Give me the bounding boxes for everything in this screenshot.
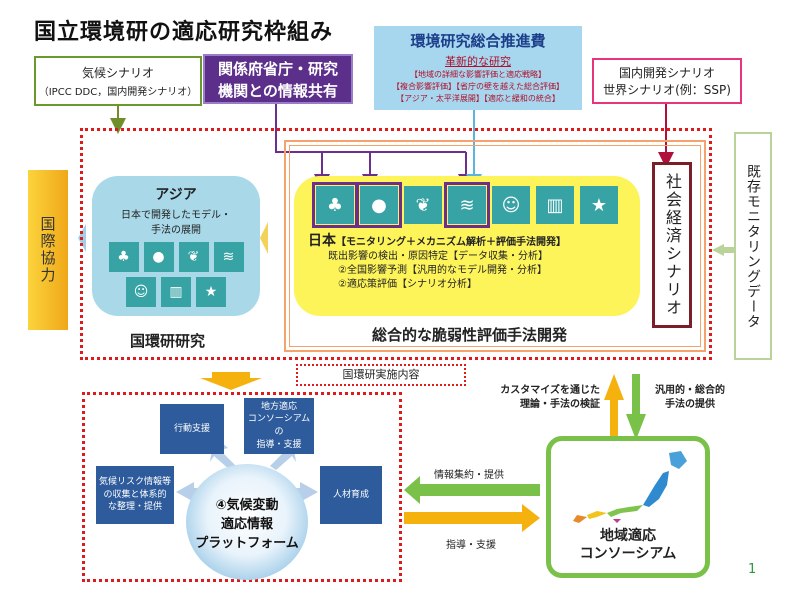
water-drop-icon: ● (356, 182, 402, 228)
industry-icon: ▥ (161, 277, 191, 307)
provision-line2: 手法の提供 (665, 399, 715, 410)
nies-contents-label: 国環研実施内容 (296, 364, 466, 386)
page-title: 国立環境研の適応研究枠組み (34, 20, 334, 45)
env-fund-subtitle: 革新的な研究 (445, 55, 511, 68)
env-fund-item-3: 【アジア・太平洋展開】【適応と緩和の統合】 (396, 94, 560, 103)
regional-consortium-line2: コンソーシアム (579, 546, 677, 562)
platform-center-line2: 適応情報 (220, 516, 273, 532)
wave-icon: ≋ (213, 242, 244, 272)
forest-icon: ♣ (312, 182, 358, 228)
regional-consortium-label: 地域適応 コンソーシアム (551, 527, 705, 563)
info-collect-label: 情報集約・提供 (434, 470, 504, 481)
forest-icon: ♣ (108, 242, 139, 272)
japan-line2: ②全国影響予測【汎用的なモデル開発・分析】 (338, 265, 547, 276)
people-icon: ☺ (126, 277, 156, 307)
regional-line3: 指導・支援 (256, 439, 302, 450)
page-number: 1 (748, 562, 757, 577)
climate-scenario-sub: （IPCC DDC，国内開発シナリオ） (38, 87, 198, 98)
nies-research-label: 国環研研究 (130, 332, 206, 350)
city-icon: ★ (580, 186, 618, 224)
japan-head-detail: 【モニタリング＋メカニズム解析＋評価手法開発】 (336, 237, 566, 248)
vulnerability-label: 総合的な脆弱性評価手法開発 (372, 326, 568, 344)
japan-panel: ♣ ● ❦ ≋ ☺ ▥ ★ 日本【モニタリング＋メカニズム解析＋評価手法開発】 … (294, 176, 640, 316)
japan-head: 日本 (308, 233, 336, 249)
main-region (80, 128, 712, 360)
climate-info-line2: の収集と体系的 (103, 489, 167, 500)
platform-center-line3: プラットフォーム (195, 535, 299, 551)
regional-line2: コンソーシアムの (247, 414, 311, 437)
platform-center: ④気候変動 適応情報 プラットフォーム (186, 464, 308, 580)
hr-development-box: 人材育成 (320, 466, 382, 524)
env-fund-title: 環境研究総合推進費 (410, 32, 546, 50)
leaf-icon: ❦ (404, 186, 442, 224)
regional-support-box: 地方適応 コンソーシアムの 指導・支援 (244, 398, 314, 454)
water-drop-icon: ● (143, 242, 174, 272)
regional-consortium-line1: 地域適応 (600, 528, 656, 544)
regional-line1: 地方適応 (260, 401, 297, 412)
intl-cooperation-label: 国際協力 (38, 216, 57, 284)
regional-consortium-box: 地域適応 コンソーシアム (546, 436, 710, 578)
provision-label: 汎用的・総合的 手法の提供 (650, 384, 730, 412)
industry-icon: ▥ (536, 186, 574, 224)
climate-info-box: 気候リスク情報等 の収集と体系的 な整理・提供 (96, 466, 174, 524)
asia-line2: 手法の展開 (151, 225, 201, 236)
info-sharing-line2: 機関との情報共有 (218, 82, 338, 100)
customize-line2: 理論・手法の検証 (520, 399, 600, 410)
asia-title: アジア (155, 187, 197, 203)
info-sharing-box: 関係府省庁・研究 機関との情報共有 (203, 54, 353, 104)
env-fund-item-1: 【地域の詳細な影響評価と適応戦略】 (410, 70, 546, 79)
provision-line1: 汎用的・総合的 (655, 385, 725, 396)
platform-region (82, 392, 402, 582)
monitoring-data-box: 既存モニタリングデータ (734, 132, 772, 360)
japan-line1: 既出影響の検出・原因特定【データ収集・分析】 (328, 251, 548, 262)
leaf-icon: ❦ (178, 242, 209, 272)
asia-line1: 日本で開発したモデル・ (121, 210, 231, 221)
action-support-box: 行動支援 (160, 404, 224, 454)
japan-map-icon (573, 451, 687, 523)
guidance-label: 指導・支援 (446, 540, 496, 551)
monitoring-data-label: 既存モニタリングデータ (745, 163, 761, 329)
city-icon: ★ (196, 277, 226, 307)
climate-info-line3: な整理・提供 (107, 502, 162, 513)
domestic-scenario-box: 国内開発シナリオ 世界シナリオ(例：SSP) (592, 58, 742, 104)
climate-info-line1: 気候リスク情報等 (98, 477, 171, 488)
socio-scenario-label: 社会経済シナリオ (663, 173, 682, 317)
env-fund-box: 環境研究総合推進費 革新的な研究 【地域の詳細な影響評価と適応戦略】 【複合影響… (374, 26, 582, 110)
env-fund-item-2: 【複合影響評価】【省庁の壁を越えた総合評価】 (392, 82, 564, 91)
climate-scenario-box: 気候シナリオ （IPCC DDC，国内開発シナリオ） (34, 56, 202, 106)
info-sharing-line1: 関係府省庁・研究 (217, 60, 338, 78)
vulnerability-frame (284, 140, 706, 352)
japan-line3: ②適応策評価【シナリオ分析】 (338, 279, 477, 290)
domestic-scenario-line1: 国内開発シナリオ (618, 66, 715, 80)
socio-scenario-box: 社会経済シナリオ (652, 162, 692, 328)
customize-line1: カスタマイズを通じた (500, 385, 600, 396)
people-icon: ☺ (492, 186, 530, 224)
platform-center-line1: ④気候変動 (215, 497, 279, 513)
climate-scenario-title: 気候シナリオ (81, 66, 154, 80)
asia-panel: アジア 日本で開発したモデル・ 手法の展開 ♣ ● ❦ ≋ ☺ ▥ ★ (92, 176, 260, 316)
domestic-scenario-line2: 世界シナリオ(例：SSP) (603, 83, 731, 97)
intl-cooperation-tab: 国際協力 (28, 170, 68, 330)
wave-icon: ≋ (444, 182, 490, 228)
customize-label: カスタマイズを通じた 理論・手法の検証 (482, 384, 600, 412)
